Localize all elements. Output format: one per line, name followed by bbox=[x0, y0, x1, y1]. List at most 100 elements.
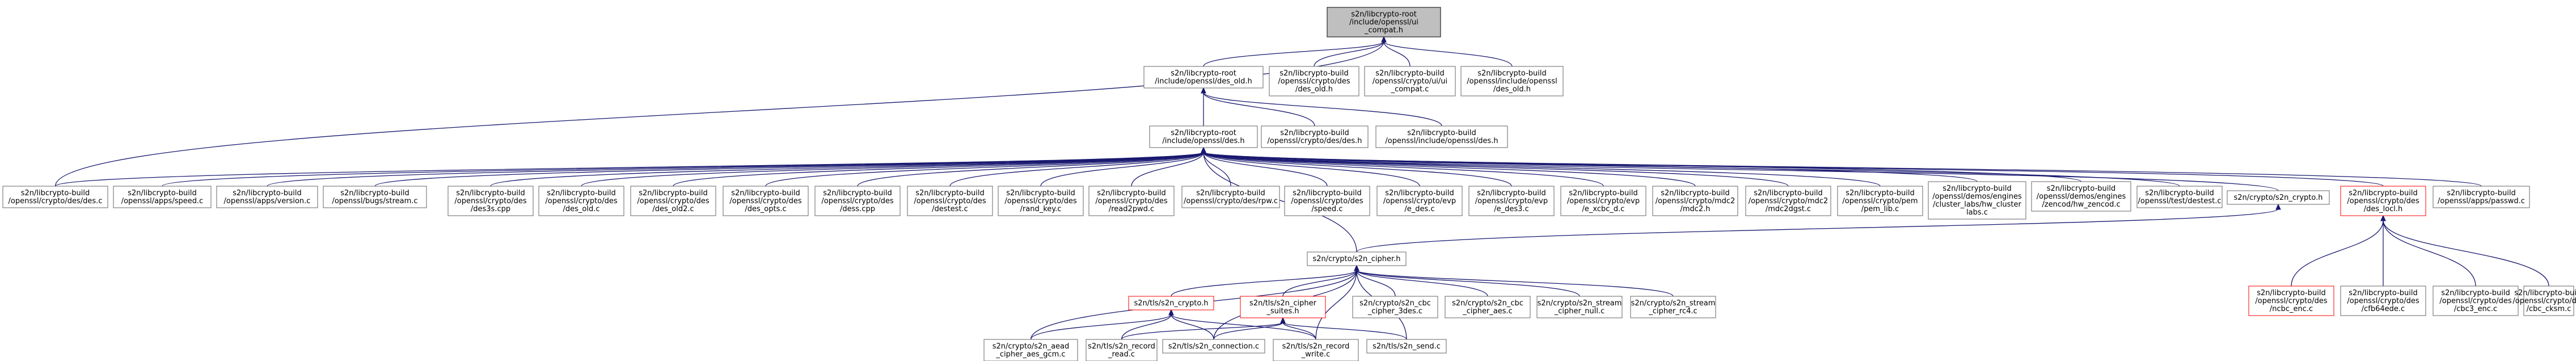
node-b-des3s-cpp[interactable]: s2n/libcrypto-build/openssl/crypto/des/d… bbox=[447, 186, 534, 216]
node-box bbox=[1352, 296, 1438, 318]
node-box bbox=[1261, 125, 1369, 148]
node-b-test-destest-c[interactable]: s2n/libcrypto-build/openssl/test/destest… bbox=[2136, 186, 2223, 208]
node-b-des-locl-h[interactable]: s2n/libcrypto-build/openssl/crypto/des/d… bbox=[2340, 186, 2426, 216]
node-s2n-crypto-h[interactable]: s2n/crypto/s2n_crypto.h bbox=[2227, 190, 2330, 205]
edge-b_cbc3_enc_c-to-b_des_locl_h bbox=[2383, 220, 2476, 287]
node-b-evp-e-des3-c[interactable]: s2n/libcrypto-build/openssl/crypto/evp/e… bbox=[1468, 186, 1555, 216]
node-label-line: s2n/libcrypto-build bbox=[1385, 189, 1454, 198]
node-box bbox=[2433, 186, 2530, 208]
node-b-cluster-labs[interactable]: s2n/libcrypto-build/openssl/demos/engine… bbox=[1928, 181, 2026, 220]
edge-arrowhead bbox=[1201, 146, 1206, 153]
node-box bbox=[1376, 186, 1463, 216]
node-label-line: _read.c bbox=[1108, 350, 1135, 359]
edge-s2n_send_c-to-tls_s2n_cipher_suites_h bbox=[1282, 322, 1407, 340]
node-s2n-stream-cipher-rc4-c[interactable]: s2n/crypto/s2n_stream_cipher_rc4.c bbox=[1630, 296, 1716, 318]
node-b-destest-c[interactable]: s2n/libcrypto-build/openssl/crypto/des/d… bbox=[2, 186, 108, 208]
node-b-dess-cpp[interactable]: s2n/libcrypto-build/openssl/crypto/des/d… bbox=[814, 186, 901, 216]
node-box bbox=[1086, 339, 1158, 361]
node-b-version-c[interactable]: s2n/libcrypto-build/openssl/apps/version… bbox=[216, 186, 318, 208]
edge-b_passwd_c-to-des_h bbox=[1203, 152, 2482, 187]
node-label-line: /destest.c bbox=[932, 205, 968, 213]
node-b-rand-key-c[interactable]: s2n/libcrypto-build/openssl/crypto/des/r… bbox=[998, 186, 1084, 216]
node-label-line: /openssl/apps/version.c bbox=[224, 197, 311, 205]
edge-arrowhead bbox=[1280, 317, 1286, 324]
edge-s2n_cipher_h-to-des_h bbox=[1203, 152, 1357, 253]
node-box bbox=[1928, 181, 2026, 220]
node-s2n-record-write-c[interactable]: s2n/tls/s2n_record_write.c bbox=[1273, 339, 1359, 361]
node-label-line: s2n/tls/s2n_connection.c bbox=[1168, 342, 1259, 351]
node-des-h[interactable]: s2n/libcrypto-root/include/openssl/des.h bbox=[1149, 125, 1258, 148]
node-b-cbc-cksm-c[interactable]: s2n/libcrypto-build/openssl/crypto/des/c… bbox=[2512, 286, 2576, 316]
node-s2n-cipher-h[interactable]: s2n/crypto/s2n_cipher.h bbox=[1307, 251, 1407, 266]
node-label-line: s2n/libcrypto-build bbox=[456, 189, 525, 198]
node-b-des-old-h[interactable]: s2n/libcrypto-build/openssl/crypto/des/d… bbox=[1269, 66, 1359, 96]
node-label-line: /openssl/crypto/ui/ui bbox=[1373, 77, 1447, 86]
node-b-ncbc-enc-c[interactable]: s2n/libcrypto-build/openssl/crypto/des/n… bbox=[2248, 286, 2334, 316]
node-s2n-cbc-cipher-aes-c[interactable]: s2n/crypto/s2n_cbc_cipher_aes.c bbox=[1445, 296, 1531, 318]
node-tls-s2n-crypto-h[interactable]: s2n/tls/s2n_crypto.h bbox=[1128, 296, 1214, 310]
node-b-des-speed-c[interactable]: s2n/libcrypto-build/openssl/crypto/des/s… bbox=[1284, 186, 1370, 216]
node-b-inc-des-h[interactable]: s2n/libcrypto-build/openssl/include/open… bbox=[1375, 125, 1508, 148]
node-b-des-old2-c[interactable]: s2n/libcrypto-build/openssl/crypto/des/d… bbox=[630, 186, 716, 216]
node-b-evp-e-xcbc-d-c[interactable]: s2n/libcrypto-build/openssl/crypto/evp/e… bbox=[1560, 186, 1646, 216]
node-b-des-opts-c[interactable]: s2n/libcrypto-build/openssl/crypto/des/d… bbox=[723, 186, 809, 216]
node-b-ui-compat-c[interactable]: s2n/libcrypto-build/openssl/crypto/ui/ui… bbox=[1364, 66, 1456, 96]
node-b-mdc2dgst-c[interactable]: s2n/libcrypto-build/openssl/crypto/mdc2/… bbox=[1745, 186, 1831, 216]
node-box bbox=[983, 339, 1078, 361]
edge-s2n_stream_cipher_null_c-to-s2n_cipher_h bbox=[1356, 270, 1580, 297]
node-b-bugs-stream-c[interactable]: s2n/libcrypto-build/openssl/bugs/stream.… bbox=[323, 186, 427, 208]
node-b-des-old-c[interactable]: s2n/libcrypto-build/openssl/crypto/des/d… bbox=[538, 186, 624, 216]
edge-b_speed_c-to-des_h bbox=[162, 152, 1204, 187]
node-s2n-cbc-cipher-3des-c[interactable]: s2n/crypto/s2n_cbc_cipher_3des.c bbox=[1352, 296, 1438, 318]
node-label-line: /openssl/crypto/des bbox=[729, 197, 801, 205]
node-b-read2pwd-c[interactable]: s2n/libcrypto-build/openssl/crypto/des/r… bbox=[1088, 186, 1175, 216]
node-b-inc-des-old-h[interactable]: s2n/libcrypto-build/openssl/include/open… bbox=[1460, 66, 1564, 96]
node-label-line: /openssl/crypto/evp bbox=[1567, 197, 1640, 205]
edge-b_version_c-to-des_h bbox=[267, 152, 1204, 187]
node-label-line: s2n/libcrypto-build bbox=[639, 189, 708, 198]
node-box bbox=[1128, 296, 1214, 310]
node-label-line: /include/openssl/des.h bbox=[1162, 137, 1244, 145]
node-label-line: /openssl/crypto/des/des.h bbox=[1267, 137, 1362, 145]
node-label-line: /openssl/crypto/des bbox=[2347, 297, 2419, 305]
edge-s2n_record_write_c-to-s2n_cipher_h bbox=[1315, 270, 1357, 340]
node-s2n-send-c[interactable]: s2n/tls/s2n_send.c bbox=[1366, 339, 1447, 354]
node-box bbox=[2227, 190, 2330, 205]
node-b-mdc2-h[interactable]: s2n/libcrypto-build/openssl/crypto/mdc2/… bbox=[1652, 186, 1738, 216]
node-b-evp-e-des-c[interactable]: s2n/libcrypto-build/openssl/crypto/evp/e… bbox=[1376, 186, 1463, 216]
node-root[interactable]: s2n/libcrypto-root/include/openssl/ui_co… bbox=[1327, 7, 1441, 37]
node-label-line: s2n/libcrypto-root bbox=[1351, 10, 1417, 19]
node-b-crypto-des-des-h[interactable]: s2n/libcrypto-build/openssl/crypto/des/d… bbox=[1261, 125, 1369, 148]
node-des-old-h[interactable]: s2n/libcrypto-root/include/openssl/des_o… bbox=[1143, 66, 1264, 89]
edge-arrowhead bbox=[2275, 203, 2281, 210]
edge-b_des_opts_c-to-des_h bbox=[765, 152, 1204, 187]
node-s2n-stream-cipher-null-c[interactable]: s2n/crypto/s2n_stream_cipher_null.c bbox=[1536, 296, 1623, 318]
node-b-zencod[interactable]: s2n/libcrypto-build/openssl/demos/engine… bbox=[2031, 181, 2131, 212]
node-label-line: /dess.cpp bbox=[840, 205, 875, 213]
node-b-destest2-c[interactable]: s2n/libcrypto-build/openssl/crypto/des/d… bbox=[907, 186, 993, 216]
node-label-line: s2n/tls/s2n_crypto.h bbox=[1134, 299, 1209, 308]
node-label-line: /openssl/demos/engines bbox=[2037, 192, 2126, 201]
node-box bbox=[1366, 339, 1447, 354]
node-s2n-record-read-c[interactable]: s2n/tls/s2n_record_read.c bbox=[1086, 339, 1158, 361]
edge-b_inc_des_old_h-to-root bbox=[1383, 41, 1513, 67]
node-label-line: s2n/tls/s2n_send.c bbox=[1373, 342, 1441, 351]
node-label-line: _cipher_aes.c bbox=[1462, 307, 1513, 316]
node-tls-s2n-cipher-suites-h[interactable]: s2n/tls/s2n_cipher_suites.h bbox=[1240, 296, 1326, 318]
node-s2n-aead-cipher-aes-gcm-c[interactable]: s2n/crypto/s2n_aead_cipher_aes_gcm.c bbox=[983, 339, 1078, 361]
node-b-cbc3-enc-c[interactable]: s2n/libcrypto-build/openssl/crypto/des/c… bbox=[2433, 286, 2519, 316]
node-label-line: /zencod/hw_zencod.c bbox=[2042, 200, 2120, 209]
node-b-rpw-c[interactable]: s2n/libcrypto-build/openssl/crypto/des/r… bbox=[1181, 186, 1280, 208]
node-b-passwd-c[interactable]: s2n/libcrypto-build/openssl/apps/passwd.… bbox=[2433, 186, 2530, 208]
node-box bbox=[1652, 186, 1738, 216]
node-label-line: /openssl/crypto/des bbox=[454, 197, 526, 205]
node-label-line: /mdc2dgst.c bbox=[1766, 205, 1811, 213]
node-b-pem-lib-c[interactable]: s2n/libcrypto-build/openssl/crypto/pem/p… bbox=[1837, 186, 1923, 216]
node-b-cfb64ede-c[interactable]: s2n/libcrypto-build/openssl/crypto/des/c… bbox=[2340, 286, 2426, 316]
node-label-line: /openssl/crypto/des bbox=[2439, 297, 2511, 305]
edge-arrowhead bbox=[1381, 36, 1387, 43]
node-box bbox=[1536, 296, 1623, 318]
node-label-line: s2n/libcrypto-root bbox=[1171, 129, 1236, 137]
node-s2n-connection-c[interactable]: s2n/tls/s2n_connection.c bbox=[1162, 339, 1265, 354]
node-b-speed-c[interactable]: s2n/libcrypto-build/openssl/apps/speed.c bbox=[113, 186, 212, 208]
